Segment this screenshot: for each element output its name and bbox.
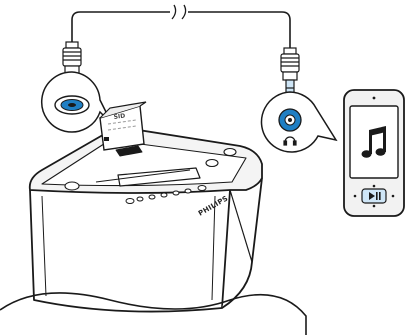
speaker-button	[172, 190, 180, 196]
speaker-button	[223, 147, 237, 157]
speaker-display	[117, 167, 201, 187]
right-cable-plug	[280, 47, 300, 103]
speaker-button	[125, 198, 135, 204]
cable-break-icon	[171, 4, 187, 20]
surface-line	[0, 292, 307, 335]
speaker-button	[136, 196, 144, 202]
play-pause-icon	[361, 188, 387, 204]
dock-adapter-label: SID	[113, 112, 125, 121]
headphone-icon	[283, 136, 297, 146]
speaker-button	[205, 158, 219, 168]
speaker-button	[148, 194, 156, 200]
dock-adapter	[99, 101, 147, 151]
speaker-button	[197, 185, 207, 191]
speaker-button	[64, 181, 80, 191]
headphone-jack-callout	[260, 91, 338, 153]
speaker-button	[184, 188, 192, 194]
music-note-icon	[361, 126, 386, 158]
player-screen	[349, 105, 399, 179]
dock-connector	[115, 145, 143, 157]
audio-cable	[71, 11, 291, 48]
aux-in-callout	[41, 71, 113, 133]
speaker-button	[160, 192, 168, 198]
docking-speaker	[28, 127, 263, 313]
music-player	[343, 89, 405, 217]
